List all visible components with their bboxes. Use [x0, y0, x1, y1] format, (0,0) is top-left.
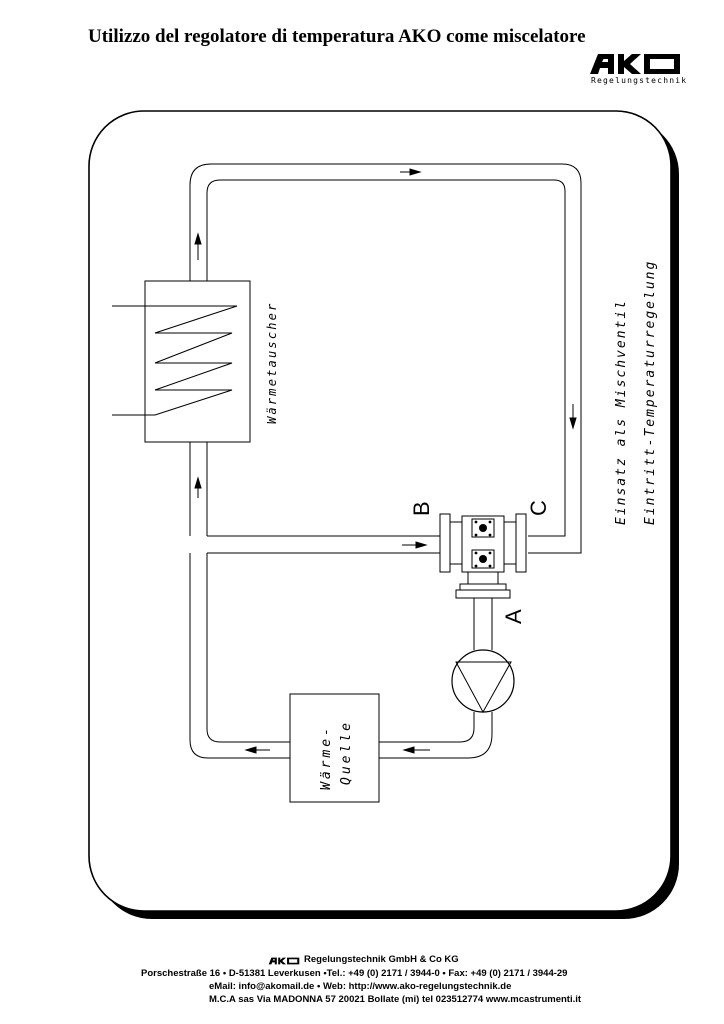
caption-line-2: Eintritt-Temperaturregelung	[643, 260, 658, 525]
page-title: Utilizzo del regolatore di temperatura A…	[88, 26, 586, 47]
pipe-to-b	[207, 535, 440, 554]
pipe-pump-to-valve	[473, 598, 493, 650]
pump-triangle	[455, 661, 512, 714]
logo-subtitle: Regelungstechnik	[591, 76, 688, 85]
flow-arrow-left-bottom	[244, 746, 270, 754]
flow-arrow-up-2	[194, 476, 202, 498]
ako-logo	[590, 54, 680, 74]
footer-company: Regelungstechnik GmbH & Co KG	[304, 954, 459, 965]
footer-contact: eMail: info@akomail.de • Web: http://www…	[209, 981, 512, 992]
caption-line-1: Einsatz als Mischventil	[614, 299, 629, 525]
heat-source-label-1: Wärme-	[319, 725, 334, 790]
heat-exchanger-label: Wärmetauscher	[265, 301, 279, 424]
heat-source-label-2: Quelle	[339, 720, 354, 785]
flow-arrow-right-top	[400, 168, 422, 176]
flow-arrow-right-b	[402, 541, 428, 549]
pipe-inner-wall	[206, 179, 566, 537]
flow-arrow-left-source	[402, 746, 430, 754]
flow-arrow-up-1	[194, 232, 202, 260]
diagram-frame	[88, 110, 672, 912]
footer-ako-logo	[268, 957, 300, 965]
port-b-label: B	[409, 501, 434, 516]
footer-address: Porschestraße 16 • D-51381 Leverkusen •T…	[141, 968, 568, 979]
heat-source	[289, 693, 380, 803]
footer-distributor: M.C.A sas Via MADONNA 57 20021 Bollate (…	[209, 994, 582, 1005]
heat-exchanger-coil	[112, 305, 238, 416]
port-a-label: A	[501, 609, 526, 624]
pump	[451, 649, 515, 713]
flow-arrow-down-right	[569, 404, 577, 430]
pipe-source-to-pump	[379, 712, 493, 759]
mixing-valve	[439, 513, 527, 599]
port-c-label: C	[526, 500, 551, 516]
pipe-return-left	[189, 553, 290, 759]
heat-exchanger	[144, 280, 251, 443]
pipe-outer-wall	[189, 163, 582, 554]
